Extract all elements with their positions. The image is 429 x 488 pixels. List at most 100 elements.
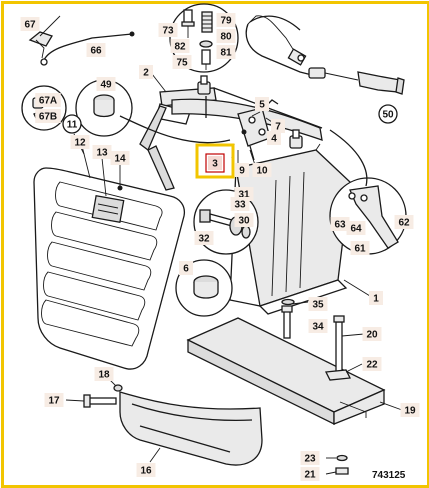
callout-7[interactable]: 7	[271, 119, 285, 133]
selected-callout-outline	[205, 153, 225, 173]
callout-62[interactable]: 62	[394, 215, 414, 229]
callout-background	[230, 197, 250, 211]
callout-text: 80	[220, 32, 232, 43]
lower-panel-part-16	[119, 391, 263, 466]
callout-background	[172, 55, 192, 69]
callout-79[interactable]: 79	[216, 13, 236, 27]
selected-part-highlight[interactable]	[195, 143, 235, 179]
callout-text: 67B	[39, 112, 57, 123]
callout-11[interactable]: 11	[62, 114, 82, 134]
callout-10[interactable]: 10	[252, 163, 272, 177]
callout-66[interactable]: 66	[86, 43, 106, 57]
callout-23[interactable]: 23	[300, 451, 320, 465]
callout-4[interactable]: 4	[267, 131, 281, 145]
callout-67b[interactable]: 67B	[35, 109, 61, 123]
callout-text: 31	[238, 190, 250, 201]
callout-background	[70, 135, 90, 149]
callout-background	[267, 131, 281, 145]
callout-text: 79	[220, 16, 232, 27]
callout-background	[300, 467, 320, 481]
callout-20[interactable]: 20	[362, 327, 382, 341]
callout-6[interactable]: 6	[179, 261, 193, 275]
callout-text: 2	[143, 68, 149, 79]
callout-50[interactable]: 50	[378, 104, 398, 124]
callout-2[interactable]: 2	[139, 65, 153, 79]
callout-81[interactable]: 81	[216, 45, 236, 59]
callout-background	[170, 39, 190, 53]
callout-9[interactable]: 9	[235, 163, 249, 177]
callout-32[interactable]: 32	[194, 231, 214, 245]
callout-text: 4	[271, 134, 277, 145]
callout-34[interactable]: 34	[308, 319, 328, 333]
callout-text: 64	[350, 224, 362, 235]
callout-1[interactable]: 1	[369, 291, 383, 305]
callout-background	[235, 163, 249, 177]
callout-21[interactable]: 21	[300, 467, 320, 481]
callout-circle	[62, 114, 82, 134]
callout-12[interactable]: 12	[70, 135, 90, 149]
callout-64[interactable]: 64	[346, 221, 366, 235]
callout-background	[110, 151, 130, 165]
callout-80[interactable]: 80	[216, 29, 236, 43]
callout-67a[interactable]: 67A	[35, 93, 61, 107]
callout-background	[216, 13, 236, 27]
callout-text: 35	[312, 300, 324, 311]
callout-background	[96, 77, 116, 91]
callout-text: 22	[366, 360, 378, 371]
callout-background	[252, 163, 272, 177]
callout-background	[369, 291, 383, 305]
callout-text: 14	[114, 154, 126, 165]
callout-background	[400, 403, 420, 417]
callout-text: 17	[48, 396, 60, 407]
callout-16[interactable]: 16	[136, 463, 156, 477]
callout-text: 66	[90, 46, 102, 57]
callout-35[interactable]: 35	[308, 297, 328, 311]
callout-text: 16	[140, 466, 152, 477]
nut-parts-21-23	[335, 454, 349, 475]
callout-background	[35, 93, 61, 107]
callout-text: 63	[334, 220, 346, 231]
callout-text: 49	[100, 80, 112, 91]
callout-text: 6	[183, 264, 189, 275]
callout-82[interactable]: 82	[170, 39, 190, 53]
callout-background	[194, 231, 214, 245]
callout-text: 30	[238, 216, 250, 227]
callout-background	[362, 357, 382, 371]
bolt-part-34	[281, 298, 295, 339]
callout-background	[208, 156, 222, 170]
callout-3[interactable]: 3	[205, 153, 225, 173]
callout-22[interactable]: 22	[362, 357, 382, 371]
callout-49[interactable]: 49	[96, 77, 116, 91]
callout-text: 9	[239, 166, 245, 177]
callout-67[interactable]: 67	[20, 17, 40, 31]
callout-30[interactable]: 30	[234, 213, 254, 227]
callout-background	[362, 327, 382, 341]
callout-background	[216, 29, 236, 43]
callout-text: 11	[67, 120, 78, 131]
callout-circle	[378, 104, 398, 124]
callout-73[interactable]: 73	[158, 23, 178, 37]
callout-text: 7	[275, 122, 281, 133]
callout-background	[139, 65, 153, 79]
callout-background	[35, 109, 61, 123]
callout-13[interactable]: 13	[92, 145, 112, 159]
callout-5[interactable]: 5	[255, 97, 269, 111]
callout-background	[300, 451, 320, 465]
callout-17[interactable]: 17	[44, 393, 64, 407]
callout-18[interactable]: 18	[94, 367, 114, 381]
callout-33[interactable]: 33	[230, 197, 250, 211]
callout-background	[308, 319, 328, 333]
callout-75[interactable]: 75	[172, 55, 192, 69]
callout-text: 34	[312, 322, 324, 333]
callout-14[interactable]: 14	[110, 151, 130, 165]
callout-63[interactable]: 63	[330, 217, 350, 231]
callout-text: 62	[398, 218, 410, 229]
bolt-part-17	[83, 384, 123, 408]
callout-19[interactable]: 19	[400, 403, 420, 417]
callout-background	[94, 367, 114, 381]
callout-background	[346, 221, 366, 235]
callout-background	[394, 215, 414, 229]
callout-61[interactable]: 61	[350, 241, 370, 255]
